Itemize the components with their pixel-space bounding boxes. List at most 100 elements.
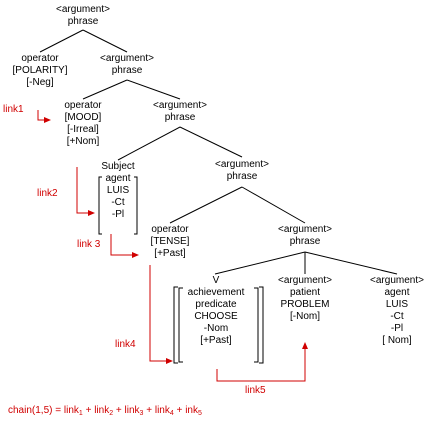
link-paths	[37, 110, 306, 382]
tree-edges	[39, 29, 398, 275]
link2-label: link2	[37, 188, 58, 199]
node-verb-line4: CHOOSE	[194, 311, 238, 322]
node-operator-polarity: operator [POLARITY] [-Neg]	[12, 53, 67, 89]
node-operator-mood: operator [MOOD] [-Irreal] [+Nom]	[64, 100, 101, 148]
formula-sub-5: 5	[197, 410, 202, 417]
link1-path	[37, 110, 44, 121]
node-verb-line1: V	[212, 275, 220, 286]
node-operator-tense: operator [TENSE] [+Past]	[151, 224, 190, 260]
edge-arg3-op3	[169, 186, 243, 224]
link4-arrowhead	[166, 358, 173, 364]
link3-arrowhead	[132, 252, 139, 258]
node-verb: V achievement predicate CHOOSE -Nom [+Pa…	[188, 275, 245, 347]
verb-bracket-inner-left	[178, 287, 183, 363]
link1-label: link1	[3, 104, 24, 115]
formula-term-2: link	[94, 405, 110, 416]
node-root: <argument> phrase	[56, 4, 110, 28]
node-subject-line5: -Pl	[111, 209, 125, 220]
node-agent-line5: -Pl	[390, 323, 404, 334]
edge-arg2-subject	[117, 126, 181, 161]
node-agent: <argument> agent LUIS -Ct -Pl [ Nom]	[370, 275, 424, 347]
brackets	[98, 176, 264, 364]
link4-label: link4	[115, 339, 136, 350]
node-patient-line2: patient	[289, 287, 321, 298]
edge-arg4-agent	[304, 251, 398, 275]
node-op2-line4: [+Nom]	[66, 136, 100, 147]
node-arg1-line1: <argument>	[100, 53, 154, 64]
node-arg1-line2: phrase	[111, 65, 143, 76]
node-subject: Subject agent LUIS -Ct -Pl	[101, 161, 134, 221]
node-subject-line4: -Ct	[111, 197, 125, 208]
formula-sub-3: 3	[139, 410, 144, 417]
node-verb-line6: [+Past]	[200, 335, 232, 346]
edge-root-arg1	[82, 29, 128, 53]
formula-term-3: link	[124, 405, 140, 416]
node-agent-line1: <argument>	[370, 275, 424, 286]
node-op3-line1: operator	[151, 224, 189, 235]
link2-arrowhead	[88, 210, 95, 216]
link1-arrowhead	[44, 117, 51, 123]
edge-arg3-arg4	[241, 186, 306, 224]
link5-label: link5	[245, 385, 266, 396]
edge-arg2-arg3	[179, 126, 243, 158]
node-op3-line3: [+Past]	[154, 248, 186, 259]
edge-root-op1	[39, 29, 84, 53]
link4-path	[149, 265, 166, 362]
node-op2-line2: [MOOD]	[64, 112, 102, 123]
formula-sub-2: 2	[109, 410, 114, 417]
formula-sub-4: 4	[169, 410, 174, 417]
edge-arg1-op2	[82, 79, 128, 100]
subject-bracket-left	[98, 176, 102, 235]
node-arg2-line2: phrase	[164, 112, 196, 123]
node-agent-line3: LUIS	[385, 299, 409, 310]
formula-plus-3: +	[143, 405, 155, 416]
node-root-line2: phrase	[67, 16, 99, 27]
node-patient-line4: [-Nom]	[290, 311, 320, 322]
node-op1-line3: [-Neg]	[26, 77, 54, 88]
node-patient: <argument> patient PROBLEM [-Nom]	[278, 275, 332, 323]
node-verb-line2: achievement	[187, 287, 245, 298]
edge-arg1-arg2	[126, 79, 181, 100]
node-arg3-line1: <argument>	[215, 159, 269, 170]
node-arg4-line2: phrase	[289, 236, 321, 247]
link5-arrowhead	[302, 342, 308, 349]
node-op2-line1: operator	[64, 100, 102, 111]
link3-path	[110, 234, 132, 256]
node-verb-line5: -Nom	[203, 323, 229, 334]
node-subject-line1: Subject	[101, 161, 135, 172]
node-root-line1: <argument>	[56, 4, 110, 15]
node-subject-line3: LUIS	[106, 185, 130, 196]
node-agent-line2: agent	[384, 287, 410, 298]
node-patient-line3: PROBLEM	[280, 299, 330, 310]
node-argument-1: <argument> phrase	[100, 53, 154, 77]
link3-label: link 3	[77, 239, 101, 250]
verb-bracket-inner-right	[254, 287, 259, 363]
formula-term-5: ink	[185, 405, 198, 416]
node-op2-line3: [-Irreal]	[67, 124, 99, 135]
formula-plus-2: +	[113, 405, 125, 416]
link2-path	[76, 167, 88, 214]
node-verb-line3: predicate	[195, 299, 237, 310]
verb-bracket-outer-right	[259, 286, 264, 364]
formula-lhs: chain(1,5) =	[8, 405, 64, 416]
formula-sub-1: 1	[78, 410, 83, 417]
node-patient-line1: <argument>	[278, 275, 332, 286]
node-op1-line2: [POLARITY]	[12, 65, 68, 76]
node-argument-2: <argument> phrase	[153, 100, 207, 124]
formula-plus-4: +	[173, 405, 186, 416]
node-op1-line1: operator	[21, 53, 59, 64]
formula-term-1: link	[63, 405, 79, 416]
link-arrowheads	[44, 117, 308, 364]
link5-path	[216, 349, 306, 382]
node-argument-4: <argument> phrase	[278, 224, 332, 248]
node-agent-line6: [ Nom]	[382, 335, 412, 346]
formula-term-4: link	[154, 405, 170, 416]
edge-arg4-verb	[214, 251, 306, 275]
node-arg2-line1: <argument>	[153, 100, 207, 111]
node-agent-line4: -Ct	[390, 311, 404, 322]
node-op3-line2: [TENSE]	[150, 236, 190, 247]
node-argument-3: <argument> phrase	[215, 159, 269, 183]
formula-plus-1: +	[82, 405, 95, 416]
